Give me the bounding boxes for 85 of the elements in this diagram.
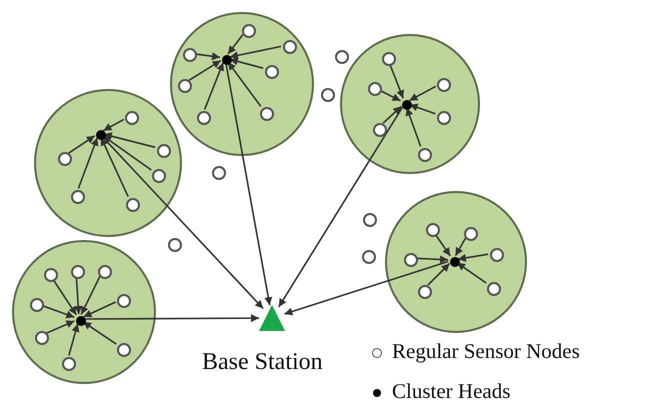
sensor-node xyxy=(426,223,440,237)
arrow xyxy=(52,278,77,316)
sensor-node xyxy=(62,357,76,371)
sensor-node xyxy=(157,144,171,158)
sensor-node xyxy=(362,250,376,264)
sensor-node xyxy=(490,248,504,262)
arrow xyxy=(230,58,264,69)
sensor-node xyxy=(212,166,226,180)
arrow xyxy=(409,104,436,114)
sensor-node xyxy=(117,343,131,357)
arrow xyxy=(284,260,448,316)
sensor-node xyxy=(404,253,418,267)
sensor-node xyxy=(283,40,297,54)
legend-label: Regular Sensor Nodes xyxy=(392,339,580,364)
arrow xyxy=(456,262,487,284)
sensor-node xyxy=(125,111,139,125)
sensor-node xyxy=(117,294,131,308)
sensor-node xyxy=(321,88,335,102)
sensor-node xyxy=(373,123,387,137)
sensor-node xyxy=(335,50,349,64)
cluster-head-dot xyxy=(450,257,460,267)
arrow xyxy=(278,106,404,308)
node-label: Base Station xyxy=(202,349,323,376)
sensor-node xyxy=(418,285,432,299)
sensor-node xyxy=(168,238,182,252)
arrow xyxy=(68,324,80,356)
arrow xyxy=(409,86,436,102)
arrow xyxy=(194,52,220,60)
arrow xyxy=(68,135,96,154)
sensor-node xyxy=(242,24,256,38)
arrow xyxy=(74,276,82,314)
arrow xyxy=(80,276,101,315)
arrow xyxy=(388,63,404,99)
arrow xyxy=(416,255,448,264)
sensor-node xyxy=(464,227,478,241)
sensor-node xyxy=(30,298,44,312)
arrow xyxy=(406,107,422,147)
sensor-node xyxy=(418,148,432,162)
sensor-node xyxy=(260,107,274,121)
arrow xyxy=(102,135,152,171)
arrow xyxy=(82,321,117,345)
sensor-node xyxy=(178,79,192,93)
sensor-node xyxy=(487,282,501,296)
sensor-node xyxy=(71,265,85,279)
arrow xyxy=(454,238,466,256)
arrow xyxy=(41,304,75,318)
sensor-node xyxy=(71,190,85,204)
arrow xyxy=(188,60,222,81)
sensor-node xyxy=(437,78,451,92)
arrow xyxy=(434,233,451,256)
sensor-node xyxy=(382,52,396,66)
arrow xyxy=(378,89,401,102)
sensor-node xyxy=(98,265,112,279)
cluster-head-dot xyxy=(76,316,86,326)
arrow xyxy=(78,137,98,189)
sensor-node xyxy=(35,331,49,345)
arrow xyxy=(84,314,259,322)
sensor-node xyxy=(363,213,377,227)
sensor-node xyxy=(44,268,58,282)
sensor-node xyxy=(265,65,279,79)
sensor-node xyxy=(197,111,211,125)
cluster-head-dot xyxy=(222,55,232,65)
arrow xyxy=(83,301,116,318)
cluster-head-dot xyxy=(96,130,106,140)
legend-label: Cluster Heads xyxy=(392,379,510,404)
arrow xyxy=(227,34,244,54)
sensor-node xyxy=(152,169,166,183)
arrow xyxy=(227,62,262,107)
arrow xyxy=(427,262,450,286)
arrow xyxy=(100,137,129,197)
arrow xyxy=(458,253,488,262)
sensor-node xyxy=(368,82,382,96)
arrow xyxy=(230,46,282,60)
arrow xyxy=(104,132,156,148)
sensor-node xyxy=(58,152,72,166)
arrow xyxy=(102,136,264,310)
arrow xyxy=(382,106,402,124)
arrow xyxy=(46,320,75,334)
sensor-node xyxy=(183,48,197,62)
cluster-head-dot xyxy=(402,100,412,110)
arrow xyxy=(204,62,224,110)
arrow xyxy=(103,118,124,132)
sensor-node xyxy=(126,198,140,212)
arrow xyxy=(225,62,272,306)
sensor-node xyxy=(437,111,451,125)
